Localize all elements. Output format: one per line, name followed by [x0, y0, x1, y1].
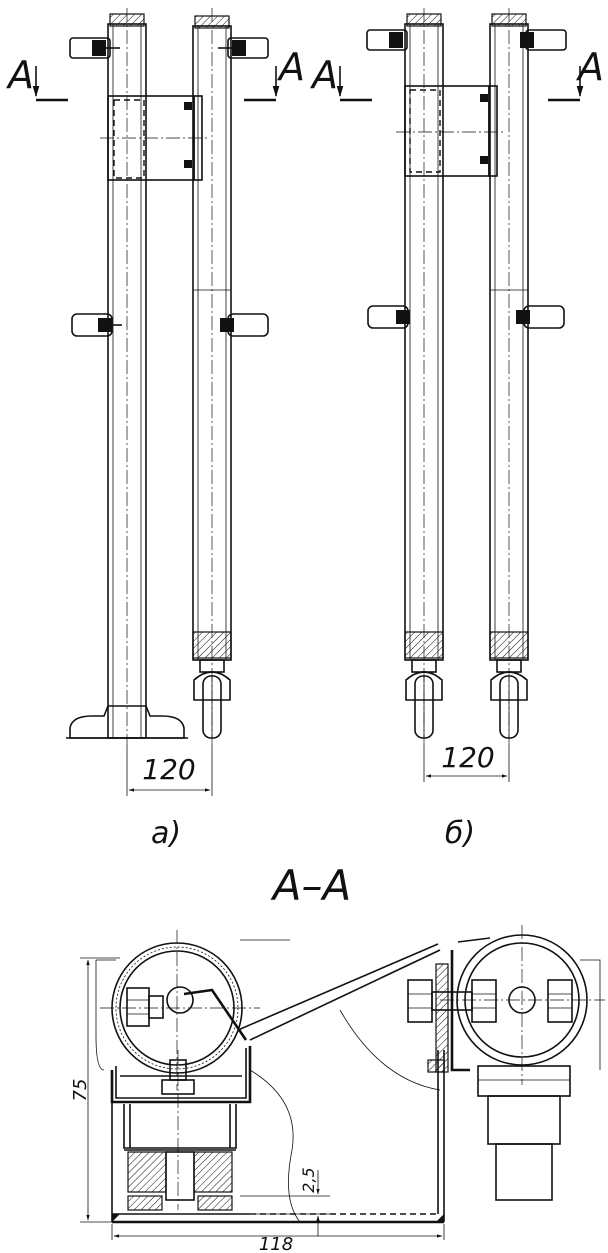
caster-housing-right — [477, 1065, 571, 1201]
clamp-top-left-b — [366, 29, 408, 51]
variant-label-b: б) — [445, 816, 475, 851]
pole-left-a — [107, 8, 147, 745]
dimension-2-5-text: 2,5 — [299, 1167, 318, 1192]
tube-right — [440, 925, 605, 1085]
bracket-frame — [110, 1046, 252, 1104]
section-mark-right-a: A — [276, 45, 305, 89]
clamp-right — [427, 937, 491, 1073]
section-title: А–А — [270, 861, 351, 910]
dimension-2-5 — [240, 1170, 330, 1236]
connector-block-a — [100, 95, 210, 181]
connector-block-b — [396, 85, 506, 177]
spring-wire — [183, 988, 248, 1041]
dimension-120-b — [423, 745, 510, 782]
pole-right-b — [489, 8, 529, 745]
dimension-75 — [80, 957, 120, 1223]
base-foot — [69, 705, 185, 739]
view-a — [32, 8, 280, 796]
caster-a — [193, 659, 231, 739]
nut-left — [126, 987, 164, 1027]
clamp-top-right-a — [218, 37, 269, 59]
dimension-118 — [111, 1224, 445, 1240]
caster-b-left — [405, 659, 443, 739]
tube-left — [100, 930, 260, 1090]
center-bolt — [161, 1050, 195, 1210]
variant-label-a: а) — [151, 816, 181, 851]
dimension-120-b-text: 120 — [441, 741, 494, 774]
section-arrow-right-a — [244, 66, 280, 102]
section-mark-left-b: A — [309, 53, 338, 97]
section-mark-right-b: A — [575, 45, 604, 89]
section-arrow-right-b — [548, 66, 584, 102]
clamp-top-right-b — [520, 29, 567, 51]
clamp-top-left-a — [69, 37, 120, 59]
section-mark-left-a: A — [5, 53, 34, 97]
clamp-mid-right-b — [516, 305, 565, 329]
clamp-mid-left-b — [367, 305, 410, 329]
dimension-120-a — [126, 745, 213, 796]
section-view-aa — [80, 925, 605, 1240]
dimension-75-text: 75 — [70, 1079, 91, 1102]
clamp-mid-right-a — [220, 313, 269, 337]
caster-b-right — [490, 659, 528, 739]
section-arrow-left-a — [32, 66, 68, 102]
pole-right-a — [192, 8, 232, 745]
dimension-118-text: 118 — [259, 1234, 293, 1253]
clamp-mid-left-a — [71, 313, 122, 337]
dimension-120-a-text: 120 — [142, 753, 195, 786]
section-arrow-left-b — [336, 66, 372, 102]
break-line — [249, 1069, 301, 1223]
nuts-right — [407, 979, 573, 1023]
diagonal-plate — [237, 943, 441, 1041]
caster-housing — [123, 1104, 237, 1211]
view-b — [336, 8, 584, 782]
